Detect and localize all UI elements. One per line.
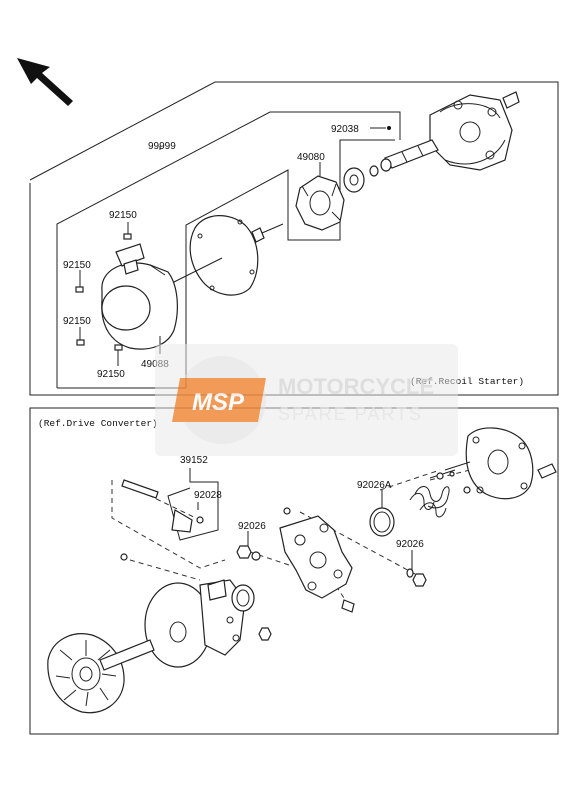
watermark: MSP MOTORCYCLE SPARE PARTS bbox=[155, 344, 458, 456]
ratchet-disc bbox=[343, 167, 365, 193]
label-49080: 49080 bbox=[297, 152, 325, 163]
starter-gasket bbox=[189, 215, 259, 296]
label-92150-left-lower: 92150 bbox=[63, 316, 91, 327]
spider-assembly bbox=[279, 507, 355, 613]
crankshaft-assembly bbox=[380, 91, 520, 172]
lower-leaders bbox=[247, 490, 413, 570]
label-92150-left-upper: 92150 bbox=[63, 260, 91, 271]
label-92150-bottom: 92150 bbox=[97, 369, 125, 380]
label-39152: 39152 bbox=[180, 455, 208, 466]
direction-arrow-icon bbox=[17, 58, 73, 106]
spring-set bbox=[409, 486, 450, 518]
cooling-fan bbox=[47, 633, 155, 714]
drive-cover bbox=[429, 427, 557, 500]
label-92026-left: 92026 bbox=[238, 521, 266, 532]
shaft-washers bbox=[369, 126, 391, 177]
upper-frame bbox=[29, 81, 559, 396]
pulley-ring bbox=[231, 584, 255, 612]
watermark-line1: MOTORCYCLE bbox=[278, 374, 434, 399]
watermark-logo-badge bbox=[172, 378, 266, 422]
label-99999: 99999 bbox=[148, 141, 176, 152]
ref-drive-converter: (Ref.Drive Converter) bbox=[38, 418, 158, 429]
center-screw bbox=[251, 223, 284, 243]
washer-icons bbox=[236, 545, 427, 587]
watermark-line2: SPARE PARTS bbox=[278, 404, 423, 424]
retainer-ring bbox=[369, 507, 395, 537]
label-92026-right: 92026 bbox=[396, 539, 424, 550]
label-92026A: 92026A bbox=[357, 480, 392, 491]
label-92038: 92038 bbox=[331, 124, 359, 135]
drive-pulley bbox=[144, 579, 246, 668]
label-92150-top: 92150 bbox=[109, 210, 137, 221]
ref-recoil-starter: (Ref.Recoil Starter) bbox=[410, 376, 524, 387]
ratchet-part bbox=[295, 175, 345, 231]
small-nut bbox=[258, 627, 272, 641]
pin-parts bbox=[120, 479, 204, 561]
recoil-starter-housing bbox=[101, 243, 178, 350]
watermark-logo: MSP bbox=[192, 389, 245, 416]
label-92028: 92028 bbox=[194, 490, 222, 501]
kit-bracket bbox=[167, 468, 219, 541]
